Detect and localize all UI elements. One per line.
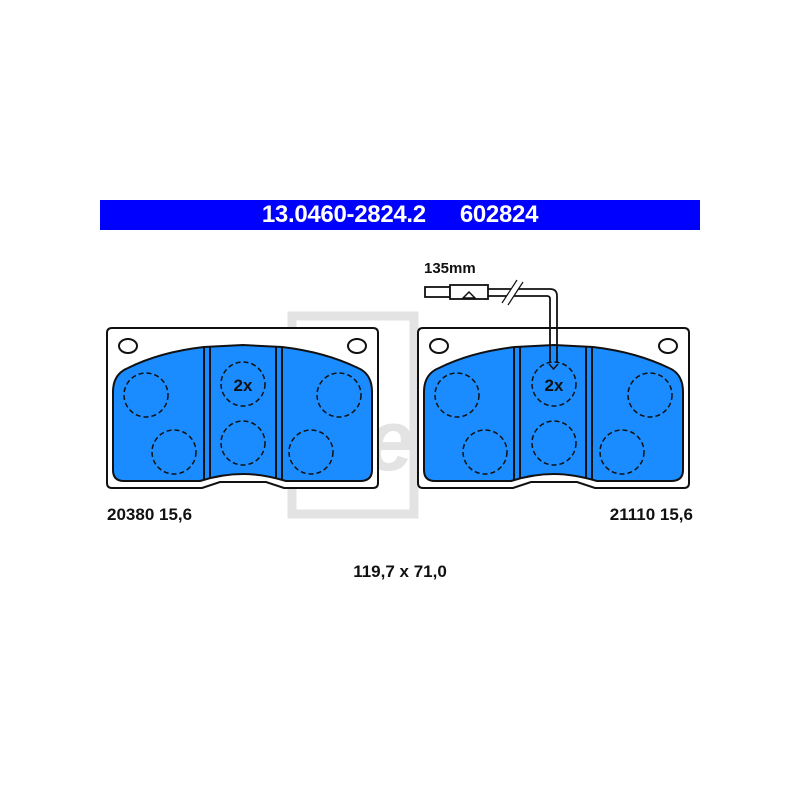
wear-sensor-length: 135mm	[424, 260, 476, 277]
right-pad-label: 21110 15,6	[609, 505, 693, 524]
part-number: 13.0460-2824.2	[261, 201, 426, 228]
pad-dimensions: 119,7 x 71,0	[353, 562, 447, 581]
part-number-banner: 13.0460-2824.2 602824	[100, 200, 700, 230]
left-brake-pad: 2x	[106, 327, 379, 489]
mounting-hole-icon	[658, 338, 678, 354]
reference-number: 602824	[459, 201, 539, 228]
mounting-hole-icon	[429, 338, 449, 354]
left-pad-quantity-marking: 2x	[234, 376, 253, 395]
right-brake-pad: 2x	[417, 278, 690, 489]
wear-sensor-icon	[424, 278, 559, 371]
mounting-hole-icon	[347, 338, 367, 354]
right-pad-quantity-marking: 2x	[545, 376, 564, 395]
mounting-hole-icon	[118, 338, 138, 354]
left-pad-label: 20380 15,6	[107, 505, 193, 524]
